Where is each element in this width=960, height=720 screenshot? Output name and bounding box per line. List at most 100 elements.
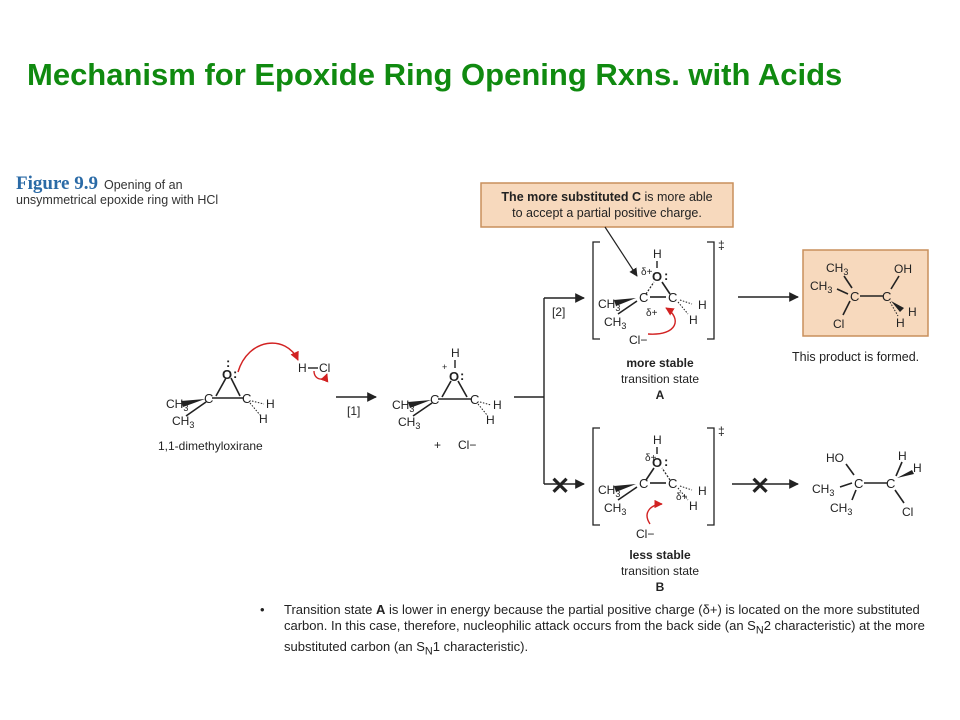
note-part3: 2 characteristic) at the more substitute… xyxy=(284,618,925,654)
product-formed-label: This product is formed. xyxy=(792,350,919,364)
carbon-atom: C xyxy=(886,476,895,491)
hydrogen-atom: H xyxy=(486,413,495,427)
wedge-bond xyxy=(897,470,914,478)
figure-label: Figure 9.9 xyxy=(16,173,98,194)
hcl-molecule: H Cl xyxy=(298,361,330,375)
ts-a-letter: A xyxy=(656,388,665,402)
methyl-group: CH3 xyxy=(810,279,832,295)
hydrogen-atom: H xyxy=(908,305,917,319)
carbon-atom: C xyxy=(639,476,648,491)
reactant-epoxide: O : : C C CH3 CH3 H H 1,1-dimethyloxiran… xyxy=(158,355,275,453)
oxygen-atom: O xyxy=(652,455,662,470)
callout-box: The more substituted C is more able to a… xyxy=(480,182,734,277)
note-part2: is lower in energy because the partial p… xyxy=(284,602,920,633)
methyl-group: CH3 xyxy=(172,414,194,430)
methyl-group: CH3 xyxy=(398,415,420,431)
lone-pair: : xyxy=(233,366,237,381)
reactant-name: 1,1-dimethyloxirane xyxy=(158,439,263,453)
wedge-bond xyxy=(614,298,636,306)
note-part4: 1 characteristic). xyxy=(432,638,529,654)
wedge-bond xyxy=(408,400,431,408)
chloride-ion: Cl− xyxy=(636,527,654,541)
hydrogen-atom: H xyxy=(451,346,460,360)
hydrogen-atom: H xyxy=(266,397,275,411)
note-sub-n: N xyxy=(755,624,764,637)
step1-label: [1] xyxy=(347,404,360,418)
delta-plus: δ+ xyxy=(641,267,653,278)
chlorine-atom: Cl xyxy=(902,505,913,519)
curved-arrow xyxy=(647,307,676,335)
carbon-atom: C xyxy=(639,290,648,305)
chloride-ion: Cl− xyxy=(458,438,476,452)
double-dagger: ‡ xyxy=(718,424,725,438)
methyl-group: CH3 xyxy=(598,483,620,499)
hydrogen-atom: H xyxy=(653,247,662,261)
carbon-atom: C xyxy=(850,289,859,304)
page-title: Mechanism for Epoxide Ring Opening Rxns.… xyxy=(27,57,843,92)
wedge-bond xyxy=(891,301,904,312)
note-sub-n: N xyxy=(424,645,433,658)
carbon-atom: C xyxy=(204,391,213,406)
hydrogen-atom: H xyxy=(689,499,698,513)
methyl-group: CH3 xyxy=(826,261,848,277)
explanation-text: Transition state A is lower in energy be… xyxy=(284,602,940,659)
methyl-group: CH3 xyxy=(812,482,834,498)
double-dagger: ‡ xyxy=(718,238,725,252)
lone-pair: : xyxy=(664,268,668,283)
product-formed: C C CH3 CH3 OH H H Cl This product is fo… xyxy=(792,249,929,364)
carbon-atom: C xyxy=(242,391,251,406)
carbon-atom: C xyxy=(882,289,891,304)
methyl-group: CH3 xyxy=(604,315,626,331)
hydroxyl-group: OH xyxy=(894,262,912,276)
methyl-group: CH3 xyxy=(604,501,626,517)
ts-b-line2: transition state xyxy=(621,564,699,578)
callout-pointer xyxy=(604,226,638,277)
lone-pair: : xyxy=(460,368,464,383)
curved-arrow xyxy=(646,499,663,525)
ts-b-line1: less stable xyxy=(629,548,691,562)
hydrogen-atom: H xyxy=(259,412,268,426)
hydroxyl-group: HO xyxy=(826,451,844,465)
plus-sign: + xyxy=(434,438,441,452)
hydrogen-atom: H xyxy=(698,484,707,498)
hydrogen-atom: H xyxy=(698,298,707,312)
wedge-bond xyxy=(614,484,636,492)
carbon-atom: C xyxy=(854,476,863,491)
bullet-marker: • xyxy=(260,602,265,617)
chloride-ion: Cl− xyxy=(629,333,647,347)
callout-line2: to accept a partial positive charge. xyxy=(512,206,702,220)
ts-b-letter: B xyxy=(656,580,665,594)
hcl-chlorine: Cl xyxy=(319,361,330,375)
curved-arrow xyxy=(313,370,329,383)
callout-line1: The more substituted C is more able xyxy=(501,190,712,204)
methyl-group: CH3 xyxy=(598,297,620,313)
transition-state-b: ‡ H δ+ O : C C δ+ CH3 CH3 H H Cl− less s… xyxy=(592,424,725,594)
hydrogen-atom: H xyxy=(913,461,922,475)
oxygen-atom: O xyxy=(449,369,459,384)
transition-state-a: ‡ H δ+ O : C C δ+ CH3 CH3 H H Cl− more s… xyxy=(592,238,725,402)
positive-charge: + xyxy=(442,362,447,372)
protonated-epoxide: H + O : C C CH3 CH3 H H + Cl− xyxy=(392,346,502,452)
ts-a-line1: more stable xyxy=(626,356,694,370)
oxygen-atom: O xyxy=(652,269,662,284)
carbon-atom: C xyxy=(668,476,677,491)
step2-label: [2] xyxy=(552,305,565,319)
hydrogen-atom: H xyxy=(898,449,907,463)
note-bold-a: A xyxy=(376,602,386,617)
note-part1: Transition state xyxy=(284,602,377,617)
oxygen-atom: O xyxy=(222,367,232,382)
hcl-hydrogen: H xyxy=(298,361,307,375)
product-not-formed: C C HO H H CH3 CH3 Cl xyxy=(812,449,922,519)
curved-arrow xyxy=(237,342,299,373)
hydrogen-atom: H xyxy=(493,398,502,412)
hydrogen-atom: H xyxy=(653,433,662,447)
delta-plus: δ+ xyxy=(646,308,658,319)
explanation-note: • Transition state A is lower in energy … xyxy=(260,602,940,659)
lone-pair: : xyxy=(226,355,230,370)
carbon-atom: C xyxy=(430,392,439,407)
disfavored-cross: ✕ xyxy=(550,473,570,500)
lone-pair: : xyxy=(664,454,668,469)
chlorine-atom: Cl xyxy=(833,317,844,331)
